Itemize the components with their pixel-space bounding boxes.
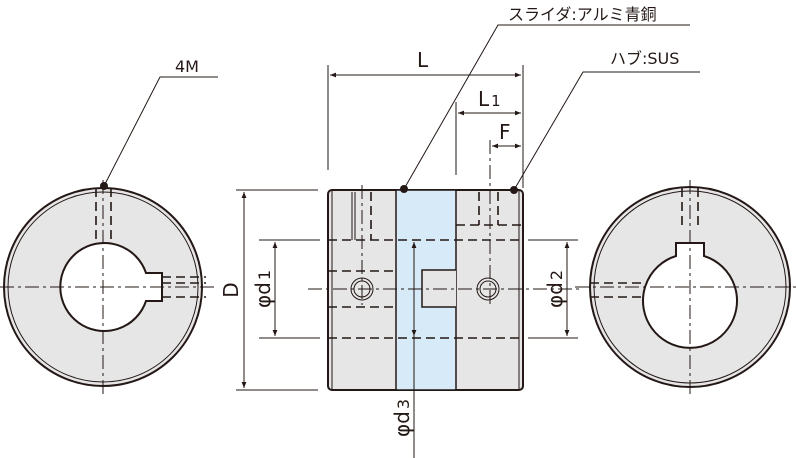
right-end-view [575, 180, 796, 395]
side-view [308, 140, 580, 391]
slider-leader-dot [400, 185, 408, 193]
screw-callout: 4M [175, 57, 199, 76]
hub-callout: ハブ:SUS [610, 49, 679, 68]
screw-leader-dot [100, 182, 108, 190]
dim-d2: φd2 [543, 270, 567, 308]
leaders [100, 24, 700, 194]
hub-leader-dot [510, 186, 518, 194]
dim-F: F [499, 120, 511, 144]
dim-d1: φd1 [251, 270, 275, 308]
dimensions [236, 65, 578, 458]
dim-D: D [219, 282, 243, 297]
dim-d3: φd3 [390, 399, 414, 437]
dim-L: L [417, 48, 429, 72]
left-end-view [0, 180, 218, 395]
slider-callout: スライダ:アルミ青銅 [508, 5, 657, 24]
